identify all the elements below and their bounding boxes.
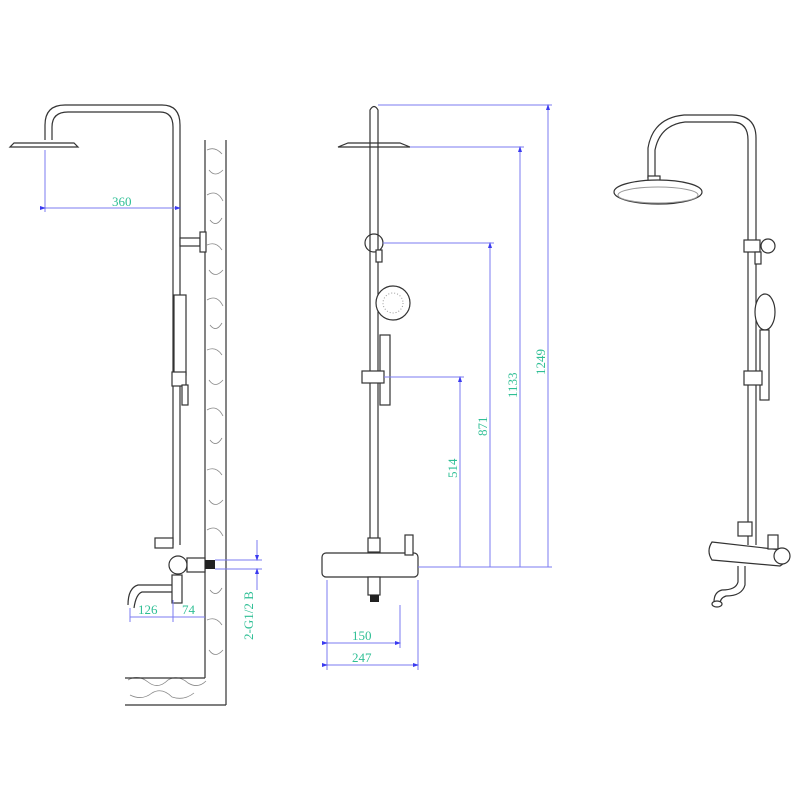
dim-126-74: 126 74 (129, 600, 205, 622)
front-view: 514 871 1133 1249 150 247 (321, 104, 552, 670)
height-dimensions: 514 871 1133 1249 (378, 104, 552, 568)
rain-shower-head (8, 142, 80, 148)
width-dimensions: 150 247 (322, 580, 419, 670)
mixer (321, 552, 419, 578)
mixer (168, 555, 188, 575)
hand-shower (375, 285, 411, 321)
dim-slider-height: 514 (445, 458, 460, 478)
dim-connection: 2-G1/2 B (215, 540, 262, 640)
perspective-view (613, 114, 791, 608)
dim-360: 360 (40, 150, 181, 212)
rain-shower-head (613, 179, 703, 205)
dim-spout-width: 150 (352, 628, 372, 643)
dim-head-height: 1133 (505, 372, 520, 398)
side-view: 360 126 74 2-G1/2 B (8, 104, 262, 706)
dim-holder-height: 871 (475, 417, 490, 437)
dim-body-width: 247 (352, 650, 372, 665)
wall (125, 140, 227, 706)
hand-shower (754, 293, 776, 331)
dim-connection-label: 2-G1/2 B (241, 591, 256, 640)
dim-wall-offset: 74 (182, 602, 196, 617)
dim-head-reach: 360 (112, 194, 132, 209)
rain-shower-head (337, 142, 411, 148)
dim-spout-reach: 126 (138, 602, 158, 617)
hand-shower (173, 294, 187, 376)
dim-total-height: 1249 (533, 349, 548, 375)
